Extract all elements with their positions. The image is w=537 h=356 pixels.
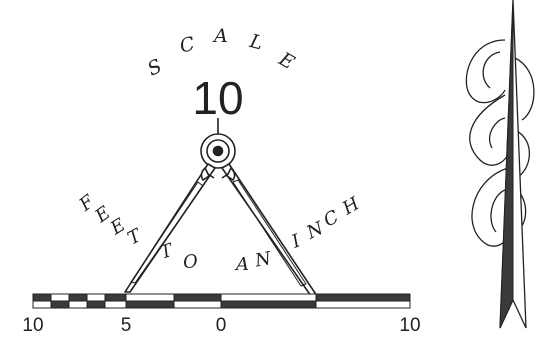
scale-letter-l: L [247, 30, 266, 55]
drafting-compass-icon [125, 118, 317, 296]
bar-label-10-left: 10 [22, 315, 43, 336]
phrase-letter-8: N [253, 248, 274, 272]
phrase-letter-12: H [338, 193, 363, 220]
scale-letter-s: S [144, 55, 165, 80]
bar-scale-labels: 10 5 0 10 [22, 315, 420, 336]
bar-label-0: 0 [216, 315, 227, 336]
bar-label-10-right: 10 [399, 315, 420, 336]
scale-value: 10 [192, 72, 243, 124]
phrase-letter-9: I [288, 230, 304, 253]
phrase-letter-4: T [124, 224, 146, 249]
bar-label-5: 5 [121, 315, 132, 336]
units-phrase: F E E T T O A N I N C H [75, 190, 364, 275]
scale-letter-e: E [274, 47, 298, 74]
phrase-letter-7: A [234, 254, 249, 275]
ribbon-scroll-icon [466, 40, 534, 246]
bar-scale [33, 294, 410, 308]
phrase-letter-11: C [320, 206, 342, 231]
phrase-letter-5: T [157, 239, 177, 263]
scale-letter-c: C [177, 33, 197, 58]
phrase-letter-6: O [182, 251, 199, 273]
north-arrow-icon [466, 0, 534, 328]
scale-letter-a: A [212, 25, 228, 47]
